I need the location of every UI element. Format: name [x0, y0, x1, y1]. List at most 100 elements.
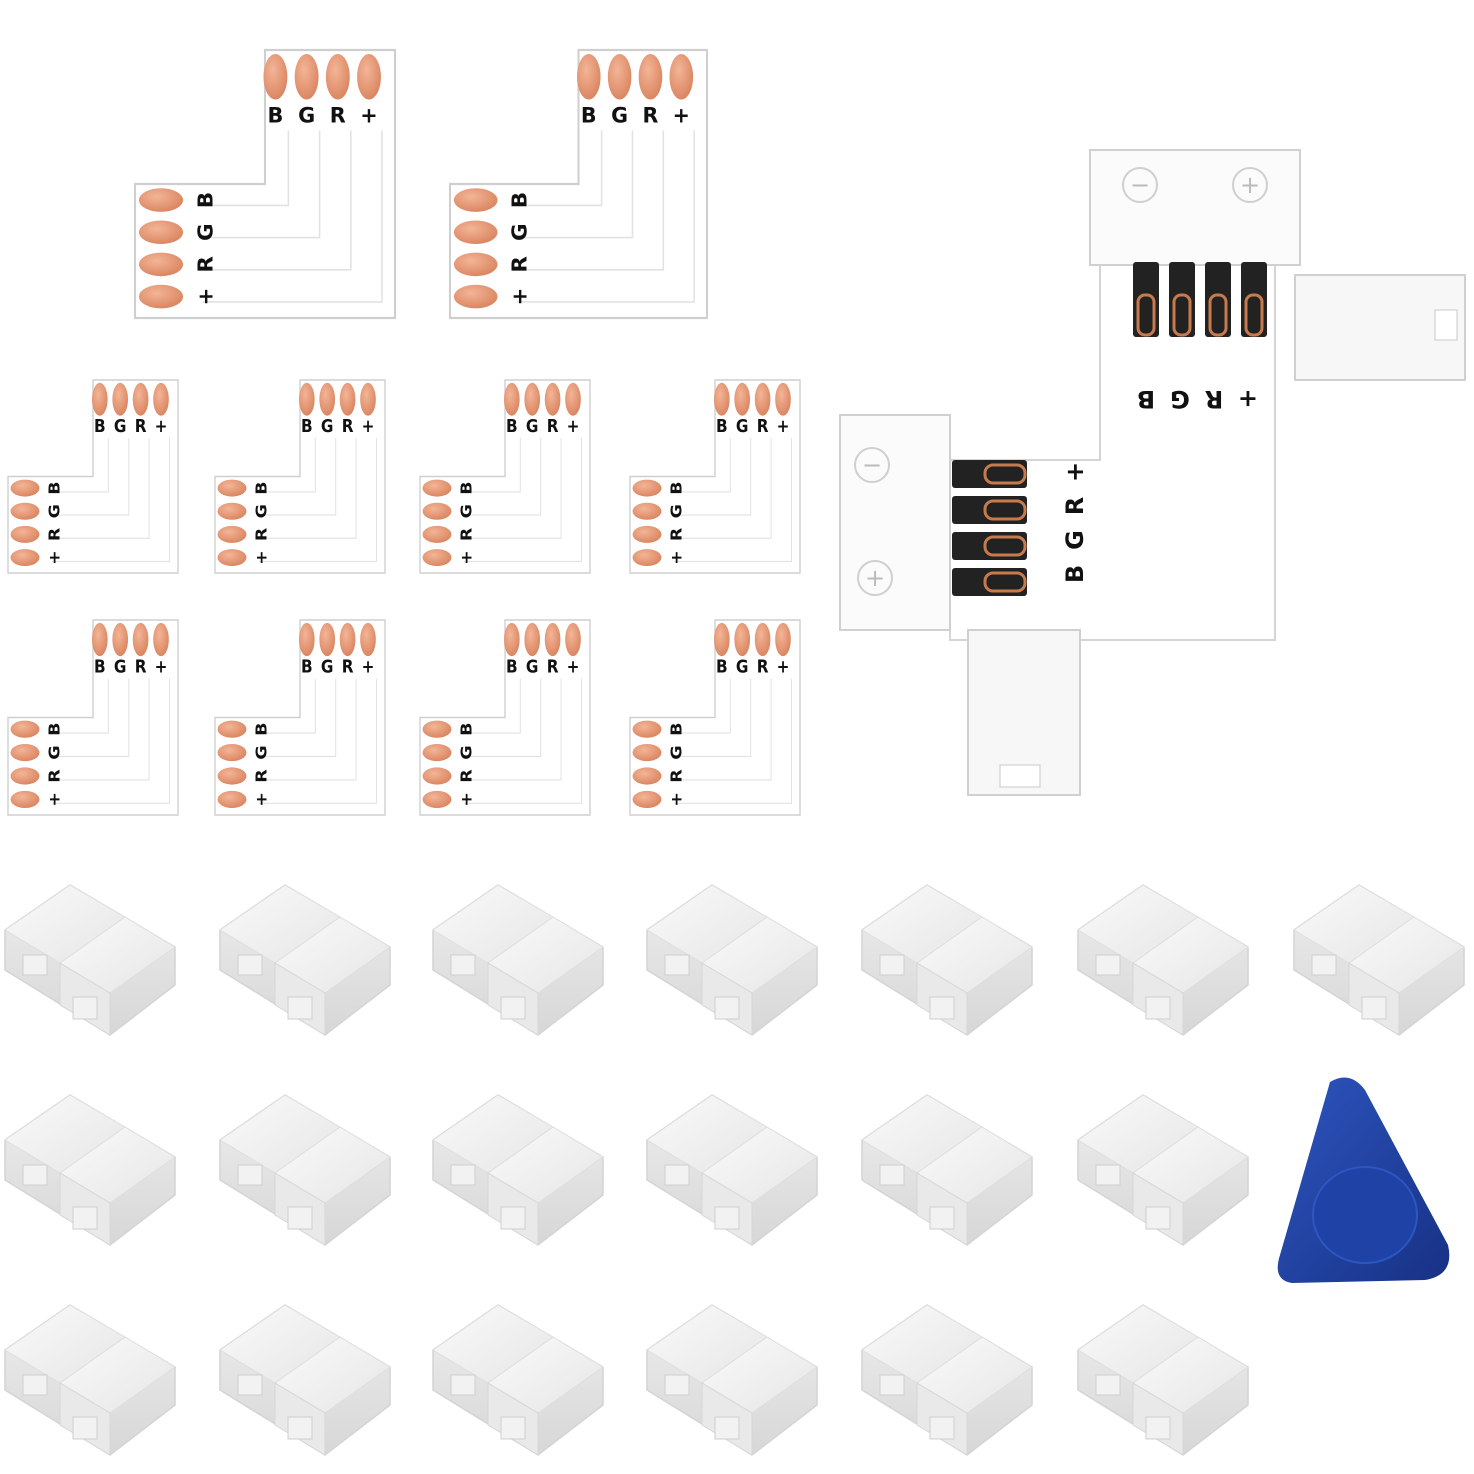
pin-contact	[952, 496, 1027, 524]
copper-pad	[10, 549, 40, 567]
pin-label: G	[45, 745, 63, 759]
copper-pad	[632, 525, 662, 543]
copper-pad	[91, 382, 108, 416]
copper-pad	[263, 54, 288, 100]
pin-label: +	[667, 792, 685, 807]
pin-label: G	[114, 657, 127, 677]
pin-label: +	[508, 288, 531, 306]
copper-pad	[10, 502, 40, 520]
pin-label: +	[252, 792, 270, 807]
copper-pad	[339, 382, 356, 416]
copper-pad	[632, 549, 662, 567]
copper-pad	[453, 252, 498, 277]
pin-label: G	[252, 745, 270, 759]
copper-pad	[319, 622, 336, 657]
pin-label: +	[667, 550, 685, 565]
copper-pad	[503, 382, 520, 416]
pin-label: +	[567, 657, 580, 677]
pin-label: R	[1061, 497, 1089, 515]
copper-pad	[91, 622, 108, 657]
polarity-label: −	[1130, 171, 1150, 199]
pin-label: B	[267, 102, 283, 127]
polarity-label: +	[1240, 171, 1260, 199]
copper-pad	[669, 54, 694, 100]
pin-label: B	[94, 416, 106, 436]
copper-pad	[10, 744, 40, 762]
pin-label: R	[342, 416, 354, 436]
copper-pad	[217, 479, 247, 497]
copper-pad	[360, 382, 376, 416]
pin-label: R	[667, 527, 685, 541]
copper-pad	[565, 382, 581, 416]
pin-label: G	[1170, 385, 1190, 413]
pin-label: R	[45, 769, 63, 783]
pin-label: B	[252, 723, 270, 736]
pin-label: G	[45, 504, 63, 518]
copper-pad	[422, 549, 452, 567]
copper-pad	[754, 382, 771, 416]
copper-pad	[217, 767, 247, 785]
copper-pad	[294, 54, 319, 100]
pin-label: +	[567, 416, 580, 436]
pin-label: R	[1205, 385, 1223, 413]
pin-label: B	[1137, 385, 1155, 413]
copper-pad	[453, 284, 498, 309]
copper-pad	[524, 622, 541, 657]
pin-label: +	[673, 103, 690, 127]
pin-label: G	[114, 416, 127, 436]
copper-pad	[453, 220, 498, 245]
strip-clips	[4, 884, 1465, 1456]
pin-label: B	[506, 416, 518, 436]
copper-pad	[632, 479, 662, 497]
copper-pad	[153, 622, 169, 657]
strip-clip-icon	[432, 1094, 604, 1246]
copper-pad	[132, 622, 149, 657]
copper-pad	[713, 622, 730, 657]
pin-label: +	[362, 657, 375, 677]
strip-clip-icon	[1293, 884, 1465, 1036]
pin-label: B	[45, 723, 63, 736]
pin-label: B	[667, 481, 685, 494]
strip-clip-icon	[4, 1304, 176, 1456]
copper-pad	[112, 382, 129, 416]
strip-clip-icon	[219, 1094, 391, 1246]
strip-clip-icon	[646, 884, 818, 1036]
copper-pad	[10, 790, 40, 808]
copper-pad	[775, 622, 791, 657]
pin-label: +	[45, 550, 63, 565]
copper-pad	[153, 382, 169, 416]
pin-label: +	[252, 550, 270, 565]
copper-pad	[217, 525, 247, 543]
pin-contact	[952, 568, 1027, 596]
copper-pad	[112, 622, 129, 657]
copper-pad	[10, 525, 40, 543]
pin-label: G	[457, 745, 475, 759]
strip-clip-icon	[1077, 884, 1249, 1036]
copper-pad	[422, 790, 452, 808]
pin-label: +	[193, 288, 218, 306]
strip-clip-icon	[4, 884, 176, 1036]
pin-label: B	[581, 103, 597, 127]
pin-label: +	[45, 792, 63, 807]
strip-clip-icon	[219, 1304, 391, 1456]
copper-pad	[632, 720, 662, 738]
pin-label: R	[342, 657, 354, 677]
strip-clip-icon	[1077, 1304, 1249, 1456]
copper-pad	[632, 744, 662, 762]
pin-label: R	[757, 416, 769, 436]
copper-pad	[217, 549, 247, 567]
pin-label: R	[252, 527, 270, 541]
pin-label: G	[736, 657, 749, 677]
strip-clip-icon	[646, 1094, 818, 1246]
copper-pad	[775, 382, 791, 416]
copper-pad	[298, 382, 315, 416]
copper-pad	[607, 54, 632, 100]
strip-clip-icon	[861, 884, 1033, 1036]
